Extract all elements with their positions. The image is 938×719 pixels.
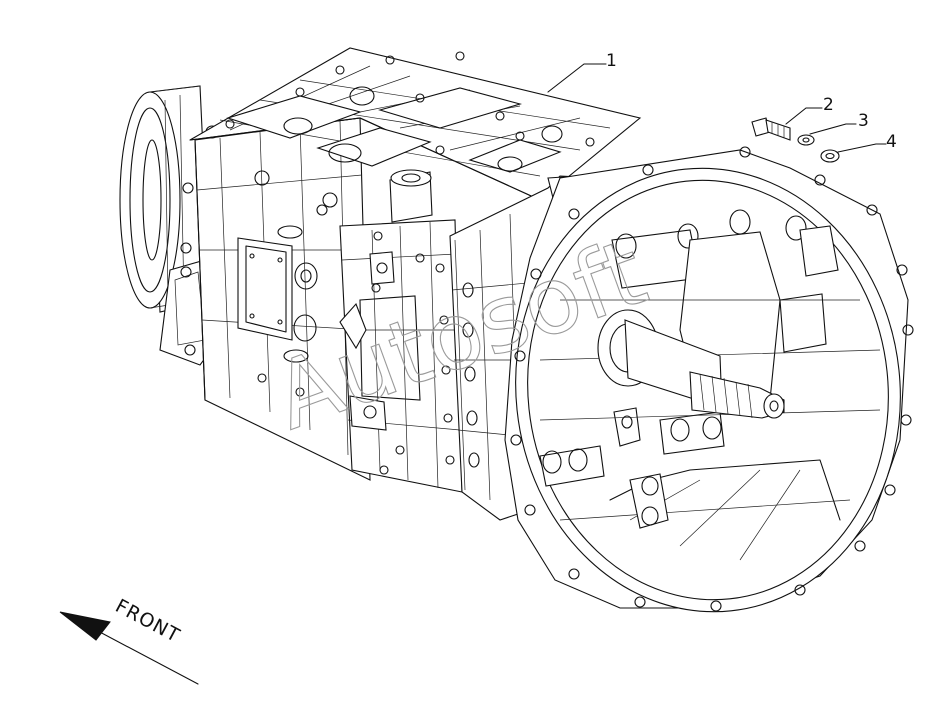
washer-part-4 <box>820 149 840 163</box>
washer-part-3 <box>797 134 815 146</box>
top-cover <box>189 47 642 223</box>
input-shaft <box>597 309 785 419</box>
callout-3: 3 <box>858 111 869 131</box>
bolt-part-2 <box>751 117 791 141</box>
callout-leaders <box>547 63 887 153</box>
callout-4: 4 <box>886 132 897 152</box>
callout-2: 2 <box>823 95 834 115</box>
front-direction-label: FRONT <box>112 595 184 647</box>
gearbox-main-housing <box>180 117 371 481</box>
callout-1: 1 <box>606 51 617 71</box>
front-direction-arrow <box>59 611 199 685</box>
shift-control-module <box>339 219 467 493</box>
